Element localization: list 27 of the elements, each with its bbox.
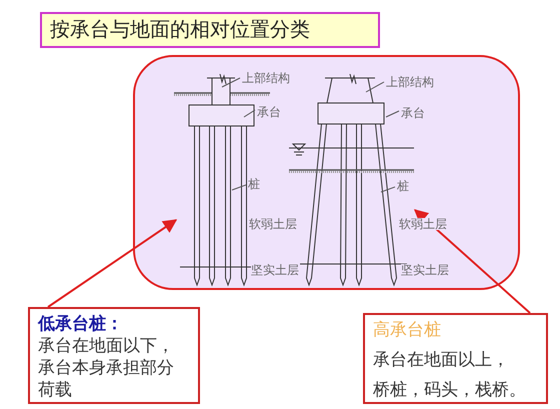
callout-heading: 低承台桩： [38, 313, 124, 335]
arrow [47, 219, 178, 308]
soil-layer-label: 软弱土层 [399, 218, 447, 230]
callout-box [28, 307, 200, 404]
soil-layer-label: 软弱土层 [249, 218, 297, 230]
leader-line [366, 82, 384, 92]
callout-text: 承台在地面以下，承台本身承担部分荷载 [38, 335, 175, 401]
arrow [414, 209, 531, 314]
leader-line [386, 110, 400, 118]
leader-line [232, 184, 246, 190]
soil-layer-label: 坚实土层 [401, 264, 449, 276]
diagram-panel [133, 55, 520, 290]
callout-text: 桥桩，码头，栈桥。 [373, 379, 527, 401]
part-label: 承台 [257, 104, 289, 120]
part-label: 上部结构 [242, 70, 298, 86]
part-label: 桩 [397, 178, 413, 194]
callout-box [363, 313, 548, 404]
part-label: 承台 [401, 105, 433, 121]
soil-layer-label: 坚实土层 [251, 264, 299, 276]
callout-heading: 高承台桩 [373, 319, 442, 341]
part-label: 上部结构 [386, 74, 442, 90]
leader-line [222, 78, 240, 88]
part-label: 桩 [248, 176, 264, 192]
leader-line [380, 186, 396, 192]
title: 按承台与地面的相对位置分类 [50, 18, 310, 43]
leader-line [244, 110, 256, 118]
callout-text: 承台在地面以上， [373, 349, 510, 371]
